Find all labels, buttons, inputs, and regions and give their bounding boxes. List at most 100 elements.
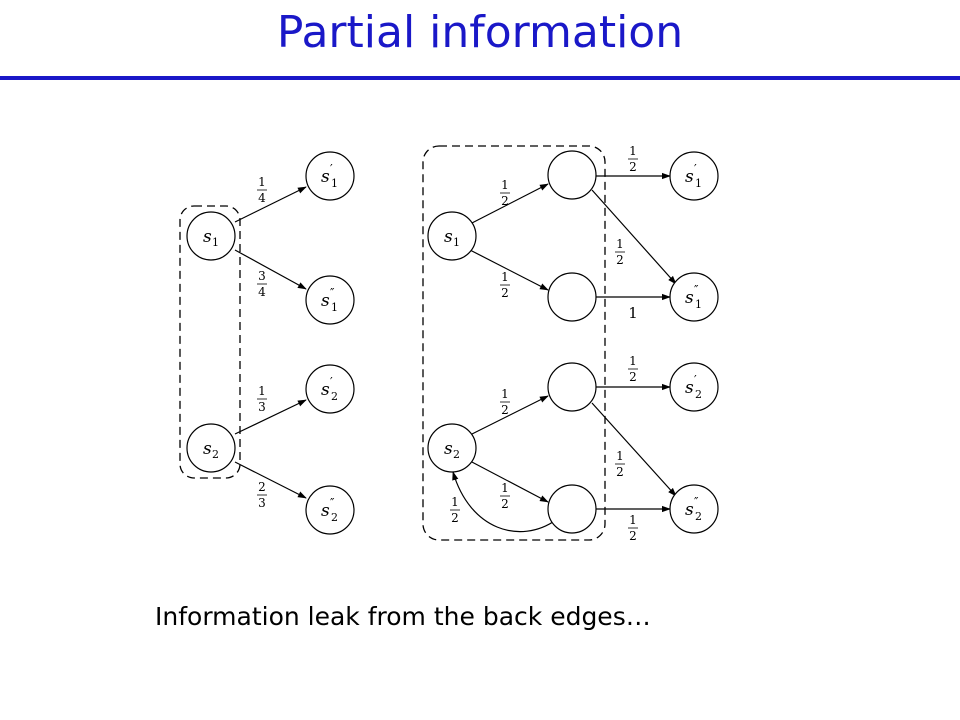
label-half-s1-m1: 1 2	[500, 178, 510, 208]
label-half-m1-s1p: 1 2	[628, 144, 638, 174]
node-s1-double-prime-right: s ″ 1	[669, 272, 719, 322]
label-half-m3-s2p: 1 2	[628, 354, 638, 384]
edge-s2-to-s2p	[234, 399, 307, 435]
left-information-set-box	[179, 205, 241, 479]
svg-text:2: 2	[695, 388, 702, 401]
label-three-quarters: 3 4	[257, 269, 267, 299]
svg-text:1: 1	[616, 449, 624, 463]
back-edge-m4-to-s2	[452, 471, 557, 533]
label-half-m1-s1pp: 1 2	[615, 237, 625, 267]
edge-s2-to-m4	[469, 460, 549, 503]
svg-text:2: 2	[331, 511, 338, 524]
svg-text:s: s	[321, 291, 330, 311]
edge-m3-to-s2pp	[591, 402, 677, 497]
svg-text:1: 1	[331, 177, 338, 190]
svg-text:1: 1	[501, 481, 509, 495]
svg-text:2: 2	[212, 448, 219, 461]
svg-text:1: 1	[258, 175, 266, 189]
edge-s2-to-m3	[469, 395, 549, 436]
svg-text:s: s	[203, 227, 212, 247]
edge-s2-to-s2pp	[234, 461, 307, 499]
svg-text:1: 1	[501, 387, 509, 401]
svg-text:″: ″	[330, 286, 335, 300]
svg-text:2: 2	[258, 480, 266, 494]
svg-text:2: 2	[453, 448, 460, 461]
label-half-back-edge: 1 2	[450, 495, 460, 525]
svg-text:1: 1	[501, 178, 509, 192]
svg-text:1: 1	[331, 301, 338, 314]
edge-m1-to-s1pp	[591, 189, 677, 285]
label-half-m3-s2pp: 1 2	[615, 449, 625, 479]
svg-text:2: 2	[451, 511, 459, 525]
label-half-s2-m4: 1 2	[500, 481, 510, 511]
edge-s1-to-s1p	[234, 186, 307, 223]
svg-text:s: s	[444, 227, 453, 247]
svg-text:s: s	[685, 500, 694, 520]
svg-text:″: ″	[330, 496, 335, 510]
svg-text:4: 4	[258, 191, 266, 205]
svg-text:1: 1	[451, 495, 459, 509]
svg-text:2: 2	[501, 286, 509, 300]
svg-text:2: 2	[629, 529, 637, 543]
svg-text:1: 1	[629, 354, 637, 368]
svg-text:2: 2	[616, 465, 624, 479]
svg-text:1: 1	[212, 236, 219, 249]
intermediate-node-4	[547, 484, 597, 534]
node-s2-prime-left: s ′ 2	[305, 364, 355, 414]
svg-text:1: 1	[501, 270, 509, 284]
svg-text:2: 2	[501, 194, 509, 208]
intermediate-node-1	[547, 150, 597, 200]
node-s1-right: s 1	[427, 211, 477, 261]
svg-text:s: s	[321, 501, 330, 521]
svg-text:1: 1	[258, 384, 266, 398]
label-one-quarter: 1 4	[257, 175, 267, 205]
node-s2-double-prime-left: s ″ 2	[305, 485, 355, 535]
svg-text:″: ″	[694, 283, 699, 297]
svg-text:″: ″	[694, 495, 699, 509]
svg-text:2: 2	[695, 510, 702, 523]
svg-text:s: s	[444, 439, 453, 459]
node-s1-prime-left: s ′ 1	[305, 151, 355, 201]
svg-text:2: 2	[501, 497, 509, 511]
label-half-m4-s2pp: 1 2	[628, 513, 638, 543]
svg-text:4: 4	[258, 285, 266, 299]
svg-text:3: 3	[258, 400, 266, 414]
node-s2-left: s 2	[186, 423, 236, 473]
edge-s1-to-m2	[469, 249, 549, 291]
node-s2-double-prime-right: s ″ 2	[669, 484, 719, 534]
slide-title: Partial information	[276, 7, 684, 58]
svg-text:1: 1	[616, 237, 624, 251]
svg-text:2: 2	[501, 403, 509, 417]
svg-text:s: s	[321, 380, 330, 400]
right-information-set-box	[422, 145, 606, 541]
node-s2-right: s 2	[427, 423, 477, 473]
svg-text:1: 1	[695, 177, 702, 190]
label-half-s2-m3: 1 2	[500, 387, 510, 417]
svg-text:′: ′	[694, 162, 697, 176]
svg-text:1: 1	[629, 144, 637, 158]
intermediate-node-2	[547, 272, 597, 322]
caption-text: Information leak from the back edges…	[155, 602, 651, 631]
svg-text:′: ′	[330, 375, 333, 389]
svg-text:2: 2	[629, 370, 637, 384]
label-one-third: 1 3	[257, 384, 267, 414]
node-s1-left: s 1	[186, 211, 236, 261]
svg-text:3: 3	[258, 496, 266, 510]
label-half-s1-m2: 1 2	[500, 270, 510, 300]
svg-text:s: s	[321, 167, 330, 187]
svg-text:3: 3	[258, 269, 266, 283]
label-two-thirds: 2 3	[257, 480, 267, 510]
title-underline	[0, 76, 960, 80]
svg-text:s: s	[685, 288, 694, 308]
svg-text:s: s	[685, 167, 694, 187]
svg-text:2: 2	[629, 160, 637, 174]
edge-s1-to-s1pp	[234, 249, 307, 290]
svg-text:1: 1	[695, 298, 702, 311]
svg-text:2: 2	[331, 390, 338, 403]
intermediate-node-3	[547, 362, 597, 412]
svg-text:1: 1	[629, 513, 637, 527]
node-s1-prime-right: s ′ 1	[669, 151, 719, 201]
svg-text:s: s	[685, 378, 694, 398]
node-s2-prime-right: s ′ 2	[669, 362, 719, 412]
